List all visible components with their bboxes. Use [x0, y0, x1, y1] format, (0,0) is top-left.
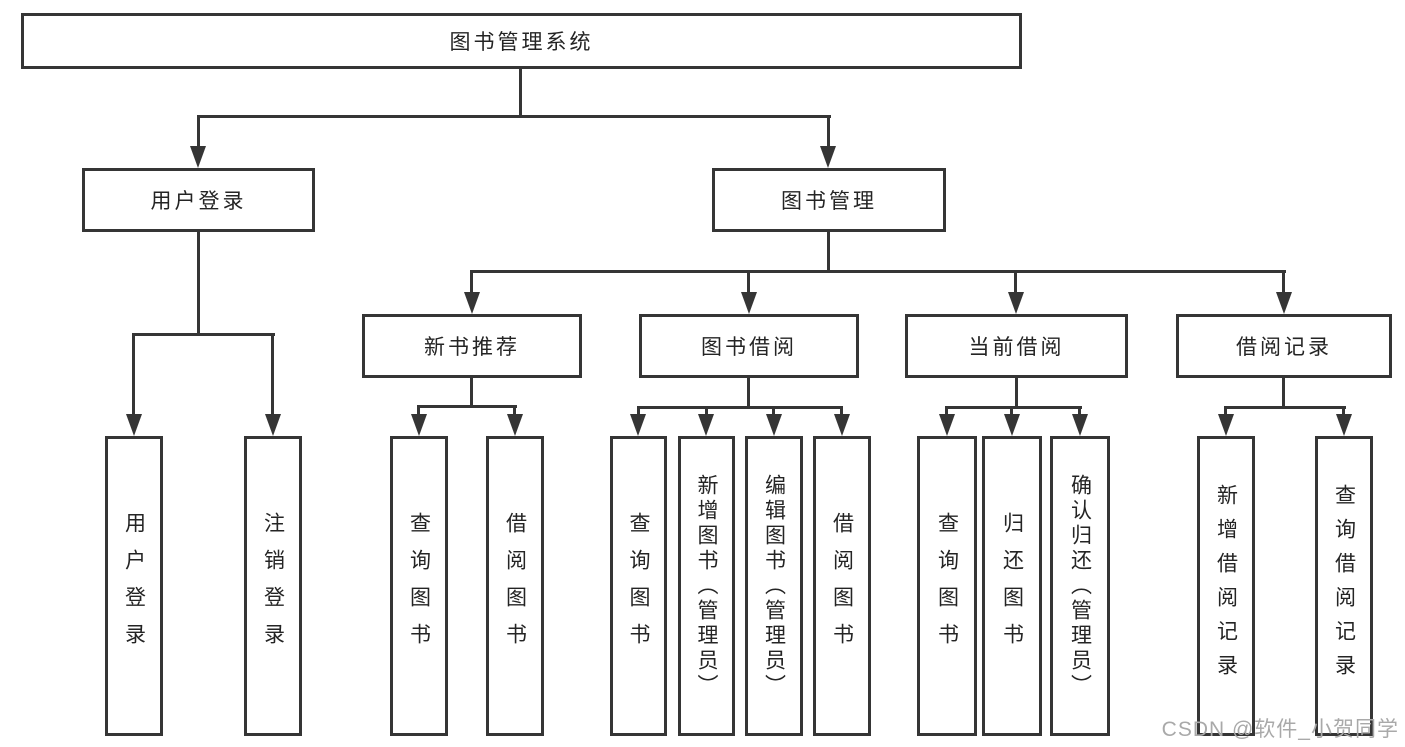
leaf-add-borrow-record: 新增借阅记录: [1197, 436, 1255, 736]
arrowhead-down-icon: [1218, 414, 1234, 436]
connector-line: [1224, 406, 1227, 417]
connector-line: [1282, 270, 1285, 295]
arrowhead-down-icon: [507, 414, 523, 436]
arrowhead-down-icon: [1336, 414, 1352, 436]
leaf-return-books: 归还图书: [982, 436, 1042, 736]
node-book-management: 图书管理: [712, 168, 946, 232]
arrowhead-down-icon: [190, 146, 206, 168]
connector-line: [197, 115, 200, 148]
leaf-query-borrow-record: 查询借阅记录: [1315, 436, 1373, 736]
connector-line: [197, 232, 200, 336]
connector-line: [772, 406, 775, 417]
connector-line: [1014, 270, 1017, 295]
connector-line: [470, 270, 1286, 273]
node-book-borrowing: 图书借阅: [639, 314, 859, 378]
arrowhead-down-icon: [820, 146, 836, 168]
arrowhead-down-icon: [265, 414, 281, 436]
arrowhead-down-icon: [1008, 292, 1024, 314]
connector-line: [470, 270, 473, 295]
connector-line: [747, 378, 750, 409]
leaf-add-books-admin: 新增图书（管理员）: [678, 436, 735, 736]
connector-line: [1078, 406, 1081, 417]
connector-line: [513, 405, 516, 417]
connector-line: [705, 406, 708, 417]
node-user-login: 用户登录: [82, 168, 315, 232]
connector-line: [827, 232, 830, 273]
connector-line: [417, 405, 517, 408]
leaf-user-login: 用户登录: [105, 436, 163, 736]
arrowhead-down-icon: [834, 414, 850, 436]
arrowhead-down-icon: [741, 292, 757, 314]
leaf-query-books-newbook: 查询图书: [390, 436, 448, 736]
node-current-borrowing: 当前借阅: [905, 314, 1128, 378]
arrowhead-down-icon: [1072, 414, 1088, 436]
connector-line: [637, 406, 640, 417]
connector-line: [1224, 406, 1346, 409]
connector-line: [470, 378, 473, 408]
connector-line: [637, 406, 843, 409]
leaf-borrow-books-newbook: 借阅图书: [486, 436, 544, 736]
leaf-edit-books-admin: 编辑图书（管理员）: [745, 436, 803, 736]
arrowhead-down-icon: [464, 292, 480, 314]
leaf-confirm-return-admin: 确认归还（管理员）: [1050, 436, 1110, 736]
connector-line: [132, 333, 275, 336]
leaf-borrow-books-borrowing: 借阅图书: [813, 436, 871, 736]
connector-line: [1015, 378, 1018, 409]
node-borrow-records: 借阅记录: [1176, 314, 1392, 378]
connector-line: [1282, 378, 1285, 409]
connector-line: [132, 333, 135, 416]
node-library-system: 图书管理系统: [21, 13, 1022, 69]
connector-line: [747, 270, 750, 295]
csdn-watermark: CSDN @软件_小贺同学: [1161, 718, 1399, 741]
leaf-query-books-borrowing: 查询图书: [610, 436, 667, 736]
leaf-query-books-current: 查询图书: [917, 436, 977, 736]
connector-line: [945, 406, 948, 417]
connector-line: [1010, 406, 1013, 417]
arrowhead-down-icon: [698, 414, 714, 436]
leaf-logout: 注销登录: [244, 436, 302, 736]
connector-line: [197, 115, 831, 118]
connector-line: [1342, 406, 1345, 417]
arrowhead-down-icon: [126, 414, 142, 436]
node-new-book-recommend: 新书推荐: [362, 314, 582, 378]
connector-line: [945, 406, 1082, 409]
connector-line: [840, 406, 843, 417]
arrowhead-down-icon: [766, 414, 782, 436]
arrowhead-down-icon: [939, 414, 955, 436]
connector-line: [519, 68, 522, 118]
connector-line: [271, 333, 274, 416]
arrowhead-down-icon: [1004, 414, 1020, 436]
connector-line: [417, 405, 420, 417]
arrowhead-down-icon: [411, 414, 427, 436]
arrowhead-down-icon: [1276, 292, 1292, 314]
arrowhead-down-icon: [630, 414, 646, 436]
connector-line: [827, 115, 830, 148]
